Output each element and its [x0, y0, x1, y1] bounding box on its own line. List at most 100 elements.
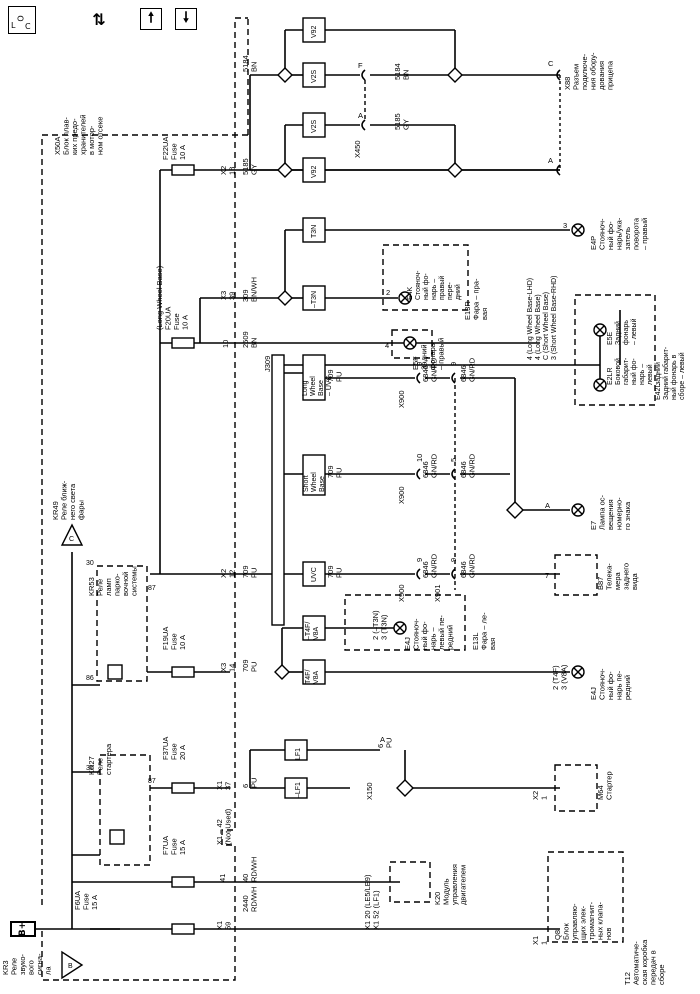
relay-kr53-label: системы [130, 566, 139, 596]
fuse-f7ua-label: F7UA [161, 836, 170, 855]
relay-kr3-label: Реле [10, 958, 19, 975]
component-e4p-label: E4P [589, 236, 598, 250]
wire-6-pu: 6 [241, 784, 250, 788]
component-e7-label: го знака [623, 501, 632, 530]
component-e4k-label: дний [454, 284, 462, 300]
option-lf1 [284, 739, 308, 761]
wire-6846-uvc: GN/RD [430, 553, 439, 578]
fuse-f6ua-label: 15 A [90, 895, 99, 910]
relay-kr49-triangle [60, 523, 84, 546]
component-e5e-label: E5E [607, 331, 614, 345]
x3-14: X3 [219, 663, 228, 672]
fuse-f37ua [171, 782, 195, 794]
component-m64-label: Стартер [605, 771, 614, 800]
arrow-up-icon[interactable]: 🠕 [140, 8, 162, 30]
splice-309 [277, 290, 293, 306]
component-q8-label: тромагнит- [587, 901, 596, 940]
x901-pin-lwb: 9 [449, 362, 458, 366]
wire-6846-uvc: 6846 [421, 561, 430, 578]
component-e4k-label: E4K [407, 286, 414, 300]
fuse-f19ua [171, 666, 195, 678]
option-uvc-label: UVC [311, 567, 318, 582]
fuse-f22ua-label: Fuse [170, 143, 179, 160]
x901-swb-fork [451, 468, 456, 480]
option-lwb-label: Wheel [310, 376, 317, 396]
wire-5184: BN [250, 62, 259, 72]
component-e5f-box [391, 329, 433, 359]
e42l-pins: C (Short Wheel Base) [543, 292, 550, 360]
splice-x150 [396, 779, 414, 797]
wire-5185-right: GY [402, 119, 411, 130]
x3-14: 14 [228, 664, 237, 672]
swap-arrows-icon[interactable]: ⇅ [88, 8, 110, 30]
component-e4p-label: – правый [640, 218, 649, 250]
option-v92-top-label: V92 [311, 25, 318, 38]
component-e4k-label: ный фо- [422, 273, 430, 300]
arrow-down-icon[interactable]: 🠗 [175, 8, 197, 30]
option-swb-label: Short [303, 475, 310, 492]
component-e4p-label: нарь/ука- [615, 217, 624, 250]
wire-6-pu: PU [250, 778, 259, 788]
relay-kr49-label: Реле ближ- [60, 480, 69, 520]
x901-label: X901 [433, 584, 442, 602]
relay-kr27-label: стартера [104, 743, 113, 775]
component-e13l-label: E13L [471, 632, 480, 650]
component-e13l-label: вая [488, 638, 497, 650]
wire-709-pu: PU [250, 662, 259, 672]
wire-6846-swb: 6846 [421, 461, 430, 478]
x450-pin-f: F [358, 61, 363, 70]
component-b87-label: мера [613, 572, 622, 590]
e4k-pin: 2 [386, 288, 390, 297]
fuse-f6ua-label: F6UA [73, 891, 82, 910]
x3-39: 39 [228, 292, 237, 300]
fuse-f22ua-label: 10 A [178, 145, 187, 160]
option-t4f-v8a-label: V8A [313, 670, 320, 684]
fuse-f20ua [171, 337, 195, 349]
wire-5184-right: 5184 [393, 63, 402, 80]
component-q8-label: Q8 [553, 930, 562, 940]
x2-12: 12 [228, 570, 237, 578]
option-not-t4f-label: V8A [313, 626, 320, 640]
x150-pin: A [380, 735, 385, 744]
fuse-f37ua-label: Fuse [170, 743, 179, 760]
option-t3n [302, 217, 326, 243]
fuse-f7ua [171, 876, 195, 888]
component-e13l-label: Фара – ле- [480, 612, 489, 650]
e4l-pins: 3 (T3N) [380, 614, 389, 640]
x900-uvc-pin: 9 [415, 558, 424, 562]
component-e2lr-label: E2LR [607, 367, 614, 385]
option-not-lf1 [284, 777, 308, 799]
component-e5f-label: Задний [420, 344, 429, 370]
lamp-e4p-x [573, 225, 583, 235]
x150-label: X150 [365, 782, 374, 800]
relay-kr49-label: KR49 [51, 501, 60, 520]
wire-2609: BN [250, 338, 259, 348]
wire-709-pu-2: PU [250, 568, 259, 578]
x900-swb-label: X900 [397, 486, 406, 504]
relay-kr3-label: вого [27, 960, 36, 975]
component-e4k-label: нарь – [431, 279, 438, 300]
component-e5f-label: E5F [411, 356, 420, 370]
wire-6846-901-uvc: 6846 [459, 561, 468, 578]
component-e4k-label: Стояноч- [415, 270, 422, 300]
component-q8-label: ных клапа- [596, 901, 605, 940]
wire-5185: 5185 [241, 158, 250, 175]
component-e2lr-label: левый [646, 364, 654, 385]
component-t12-label: сборе [657, 964, 666, 985]
component-e7-label: номерно- [615, 497, 624, 530]
x2-18: X2 [219, 166, 228, 175]
wire-2440: 2440 [241, 895, 250, 912]
relay-kr3-label: сигна- [35, 953, 44, 975]
locator-button[interactable]: L O C [8, 6, 36, 34]
wire-5185: GY [250, 164, 259, 175]
pin-30-b: 30 [86, 560, 94, 567]
component-e4j-label: Стояноч- [598, 668, 607, 700]
x3-39: X3 [219, 291, 228, 300]
component-k20-label: Модуль [442, 878, 451, 905]
splice-t4f [274, 664, 290, 680]
relay-kr3-triangle [61, 950, 84, 980]
relay-kr53-label: KR53 [87, 577, 96, 596]
component-k20-label: управления [450, 864, 459, 905]
lamp-e5e-x [595, 325, 605, 335]
e4p-pin: 3 [563, 221, 567, 230]
